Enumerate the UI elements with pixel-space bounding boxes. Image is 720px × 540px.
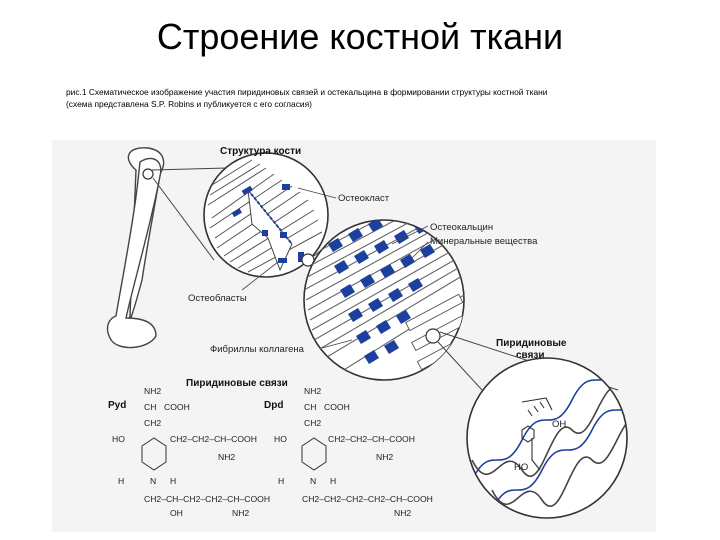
chem-formula-fragment: NH2 bbox=[232, 508, 249, 518]
bone-diagram-figure: Структура кости Остеокласт Остеобласты bbox=[52, 140, 656, 532]
label-minerals: Минеральные вещества bbox=[430, 236, 538, 247]
bone-marker bbox=[143, 169, 153, 179]
label-pyd: Pyd bbox=[108, 400, 126, 411]
label-dpd: Dpd bbox=[264, 400, 283, 411]
chem-heading: Пиридиновые связи bbox=[186, 378, 288, 389]
caption-line-2: (схема представлена S.P. Robins и публик… bbox=[66, 98, 656, 110]
chem-formula-fragment: COOH bbox=[324, 402, 350, 412]
detail-marker bbox=[426, 329, 440, 343]
label-bone-structure: Структура кости bbox=[220, 146, 301, 157]
label-osteoblasts: Остеобласты bbox=[188, 293, 247, 304]
chem-formula-fragment: HO bbox=[112, 434, 125, 444]
chem-formula-fragment: CH2–CH2–CH–COOH bbox=[170, 434, 257, 444]
chem-formula-fragment: NH2 bbox=[376, 452, 393, 462]
chem-formula-fragment: CH2 bbox=[304, 418, 321, 428]
bone-diagram-art: Структура кости Остеокласт Остеобласты bbox=[52, 140, 656, 532]
label-oh-crosslink: OH bbox=[552, 419, 566, 430]
chem-formula-fragment: NH2 bbox=[218, 452, 235, 462]
caption-line-1: рис.1 Схематическое изображение участия … bbox=[66, 86, 656, 98]
label-osteoclast: Остеокласт bbox=[338, 193, 390, 204]
chem-formula-fragment: NH2 bbox=[304, 386, 321, 396]
dpd-structure: NH2 CH COOH CH2 HO CH2–CH2–CH–COOH NH2 H… bbox=[274, 386, 433, 518]
figure-caption: рис.1 Схематическое изображение участия … bbox=[66, 86, 656, 110]
chem-formula-fragment: CH2–CH2–CH–COOH bbox=[328, 434, 415, 444]
chem-formula-fragment: CH2 bbox=[144, 418, 161, 428]
pyd-structure: NH2 CH COOH CH2 HO CH2–CH2–CH–COOH NH2 H… bbox=[112, 386, 270, 518]
chem-formula-fragment: CH bbox=[304, 402, 316, 412]
connector-line bbox=[438, 342, 482, 390]
label-osteocalcin: Остеокальцин bbox=[430, 222, 493, 233]
label-ho-crosslink: HO bbox=[514, 462, 528, 473]
chem-formula-fragment: N bbox=[150, 476, 156, 486]
chem-formula-fragment: CH2–CH2–CH2–CH2–CH–COOH bbox=[302, 494, 433, 504]
pyridinoline-chemistry: Пиридиновые связи Pyd Dpd NH2 CH COOH CH… bbox=[108, 378, 433, 518]
chem-formula-fragment: NH2 bbox=[144, 386, 161, 396]
chem-formula-fragment: CH bbox=[144, 402, 156, 412]
chem-formula-fragment: CH2–CH–CH2–CH2–CH–COOH bbox=[144, 494, 270, 504]
chem-formula-fragment: H bbox=[330, 476, 336, 486]
chem-formula-fragment: HO bbox=[274, 434, 287, 444]
slide-title: Строение костной ткани bbox=[0, 16, 720, 58]
femur-bone bbox=[108, 148, 164, 348]
chem-formula-fragment: COOH bbox=[164, 402, 190, 412]
label-collagen-fibrils: Фибриллы коллагена bbox=[210, 344, 305, 355]
label-pyridinoline-bonds: Пиридиновые bbox=[496, 338, 567, 349]
chem-formula-fragment: H bbox=[170, 476, 176, 486]
chem-formula-fragment: OH bbox=[170, 508, 183, 518]
chem-formula-fragment: H bbox=[118, 476, 124, 486]
crosslink-detail: OH HO bbox=[467, 358, 642, 518]
chem-formula-fragment: H bbox=[278, 476, 284, 486]
chem-formula-fragment: N bbox=[310, 476, 316, 486]
chem-formula-fragment: NH2 bbox=[394, 508, 411, 518]
